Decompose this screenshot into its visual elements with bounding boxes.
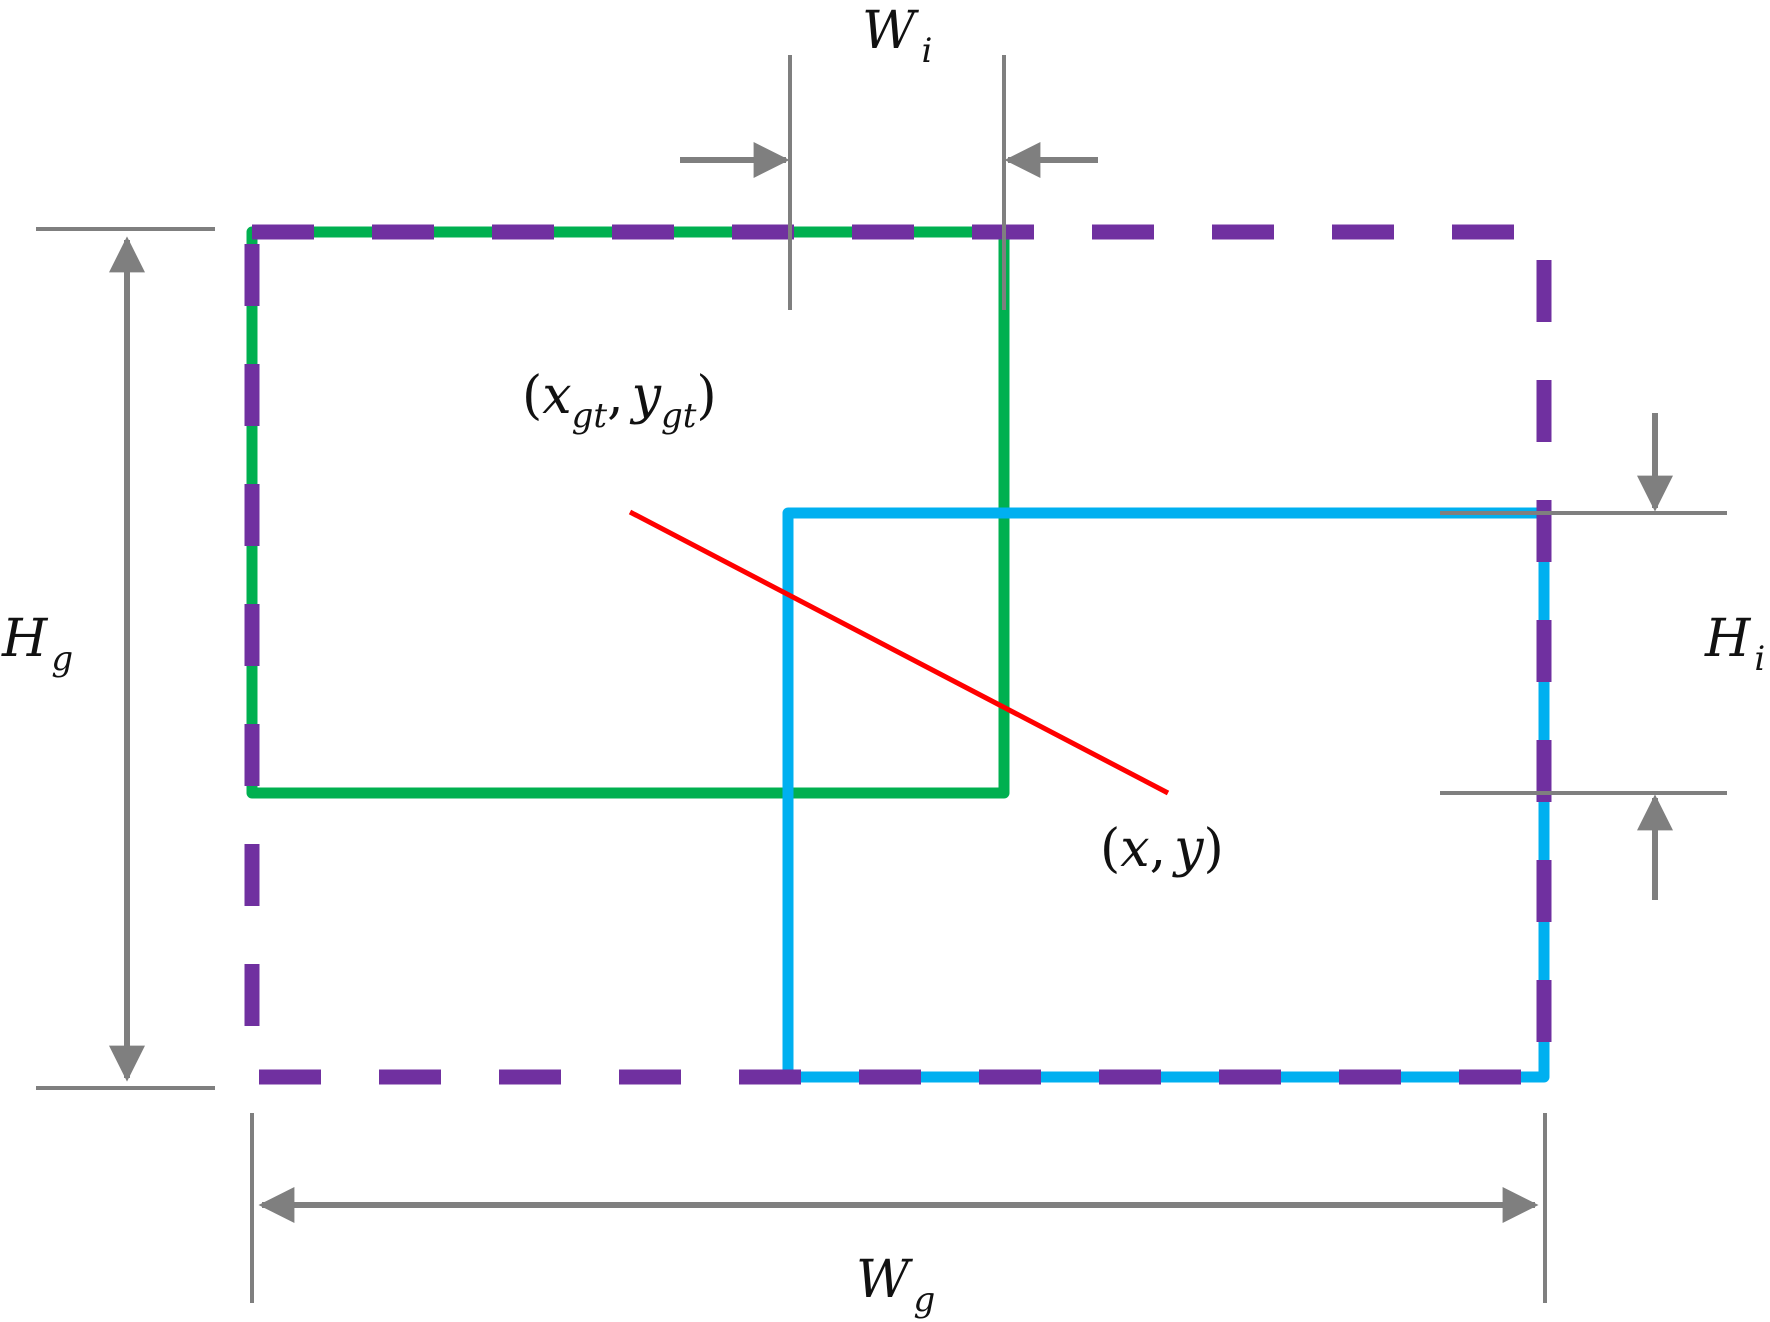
intersection-width-dimension	[680, 55, 1098, 310]
center-distance-line	[628, 509, 1170, 796]
enclosing-width-dimension	[250, 1113, 1547, 1303]
enclosing-height-dimension	[36, 227, 215, 1090]
label-pred-center: (x,y)	[1100, 819, 1224, 879]
intersection-height-dimension	[1440, 413, 1727, 900]
enclosing-box	[244, 224, 1552, 1085]
label-gt-center: (xgt,ygt)	[522, 366, 717, 436]
